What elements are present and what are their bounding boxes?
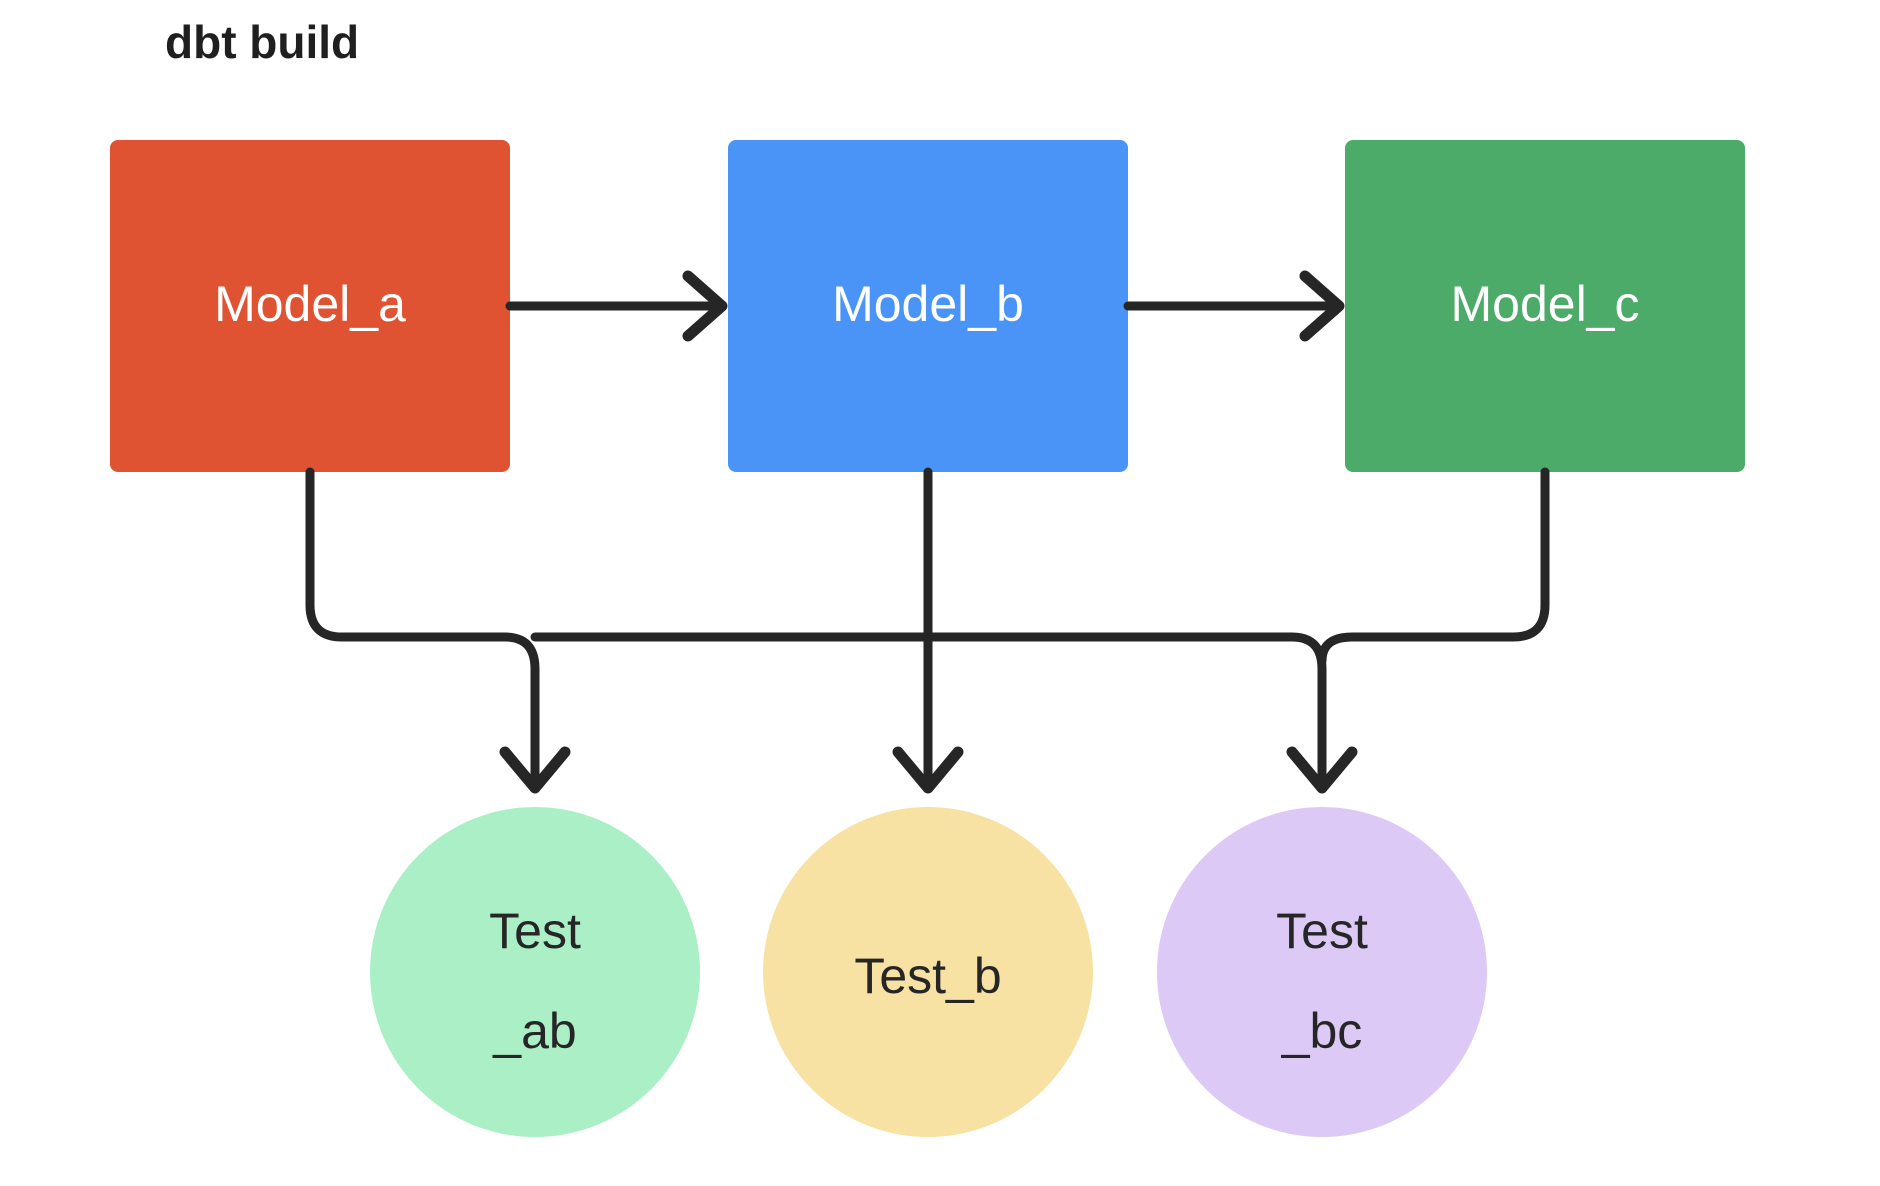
model-node-c[interactable]: Model_c: [1345, 140, 1745, 472]
test-ab-shape[interactable]: [370, 807, 700, 1137]
test-ab-label-line1: Test: [489, 903, 581, 959]
model-c-shape[interactable]: [1345, 140, 1745, 472]
page-title: dbt build: [165, 16, 359, 68]
edge-model-b-to-test-b: [892, 467, 964, 794]
test-ab-label-line2: _ab: [492, 1003, 576, 1059]
model-c-label: Model_c: [1451, 276, 1640, 332]
model-node-a[interactable]: Model_a: [110, 140, 510, 472]
test-bc-label-line1: Test: [1276, 903, 1368, 959]
test-b-shape[interactable]: [763, 807, 1093, 1137]
model-b-label: Model_b: [832, 276, 1024, 332]
edge-bus-right-segment: [923, 632, 1358, 794]
arrowhead-testab-icon: [499, 746, 571, 794]
arrowhead-a-b-icon: [682, 270, 728, 342]
edge-path-bus-right: [923, 632, 1327, 785]
edge-path-c-bus: [1317, 467, 1550, 666]
model-node-b[interactable]: Model_b: [728, 140, 1128, 472]
test-node-bc[interactable]: Test _bc: [1157, 807, 1487, 1137]
test-bc-label-line2: _bc: [1281, 1003, 1363, 1059]
test-bc-shape[interactable]: [1157, 807, 1487, 1137]
edge-model-b-to-model-c: [1123, 270, 1345, 342]
model-b-shape[interactable]: [728, 140, 1128, 472]
arrowhead-b-c-icon: [1299, 270, 1345, 342]
edge-path-a-testab: [305, 467, 540, 785]
model-a-label: Model_a: [214, 276, 406, 332]
model-a-shape[interactable]: [110, 140, 510, 472]
edge-model-a-to-test-ab: [305, 467, 571, 794]
test-node-ab[interactable]: Test _ab: [370, 807, 700, 1137]
edge-model-c-to-test-bc: [1317, 467, 1550, 666]
arrowhead-testbc-icon: [1286, 746, 1358, 794]
test-node-b[interactable]: Test_b: [763, 807, 1093, 1137]
test-b-label-line1: Test_b: [854, 948, 1001, 1004]
arrowhead-testb-icon: [892, 746, 964, 794]
edge-model-a-to-model-b: [505, 270, 728, 342]
